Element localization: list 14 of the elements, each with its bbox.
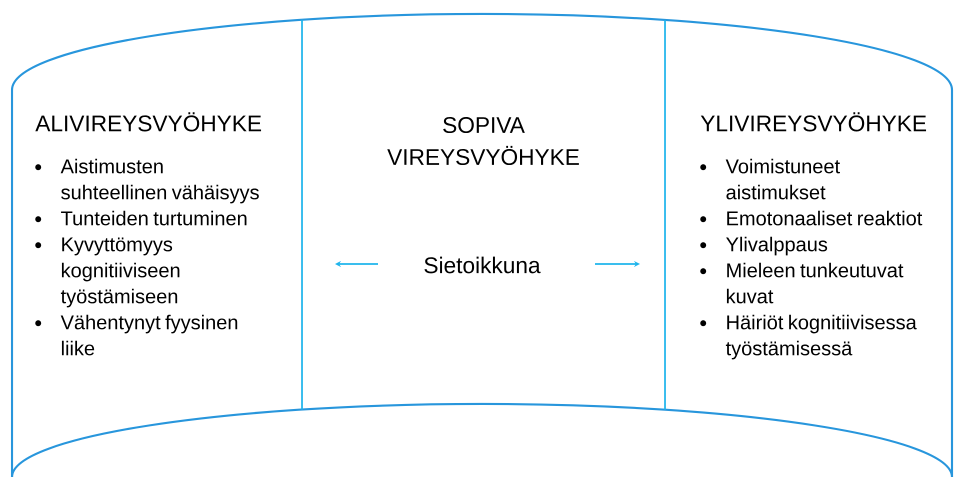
zone-heading: YLIVIREYSVYÖHYKE — [700, 112, 926, 132]
bullet-item: Voimistuneet aistimukset — [726, 158, 840, 200]
bullet-item: Tunteiden turtuminen — [61, 210, 246, 226]
bullet-item: Vähentynyt fyysinen liike — [60, 314, 238, 356]
zone-heading: ALIVIREYSVYÖHYKE — [35, 112, 262, 132]
bullet-item: Mieleen tunkeutuvat kuvat — [726, 262, 904, 304]
zone-label: Sietoikkuna — [424, 256, 541, 274]
cylinder-outline — [10, 12, 954, 477]
bullet-item: Häiriöt kognitiivisessa työstämisessä — [726, 314, 917, 360]
bullet-item: Ylivalppaus — [726, 236, 828, 256]
bullet-item: Emotonaaliset reaktiot — [727, 210, 922, 226]
zone-heading: SOPIVA VIREYSVYÖHYKE — [387, 117, 579, 166]
bullet-item: Aistimusten suhteellinen vähäisyys — [60, 158, 259, 204]
bullet-item: Kyvyttömyys kognitiiviseen työstämiseen — [60, 237, 180, 308]
